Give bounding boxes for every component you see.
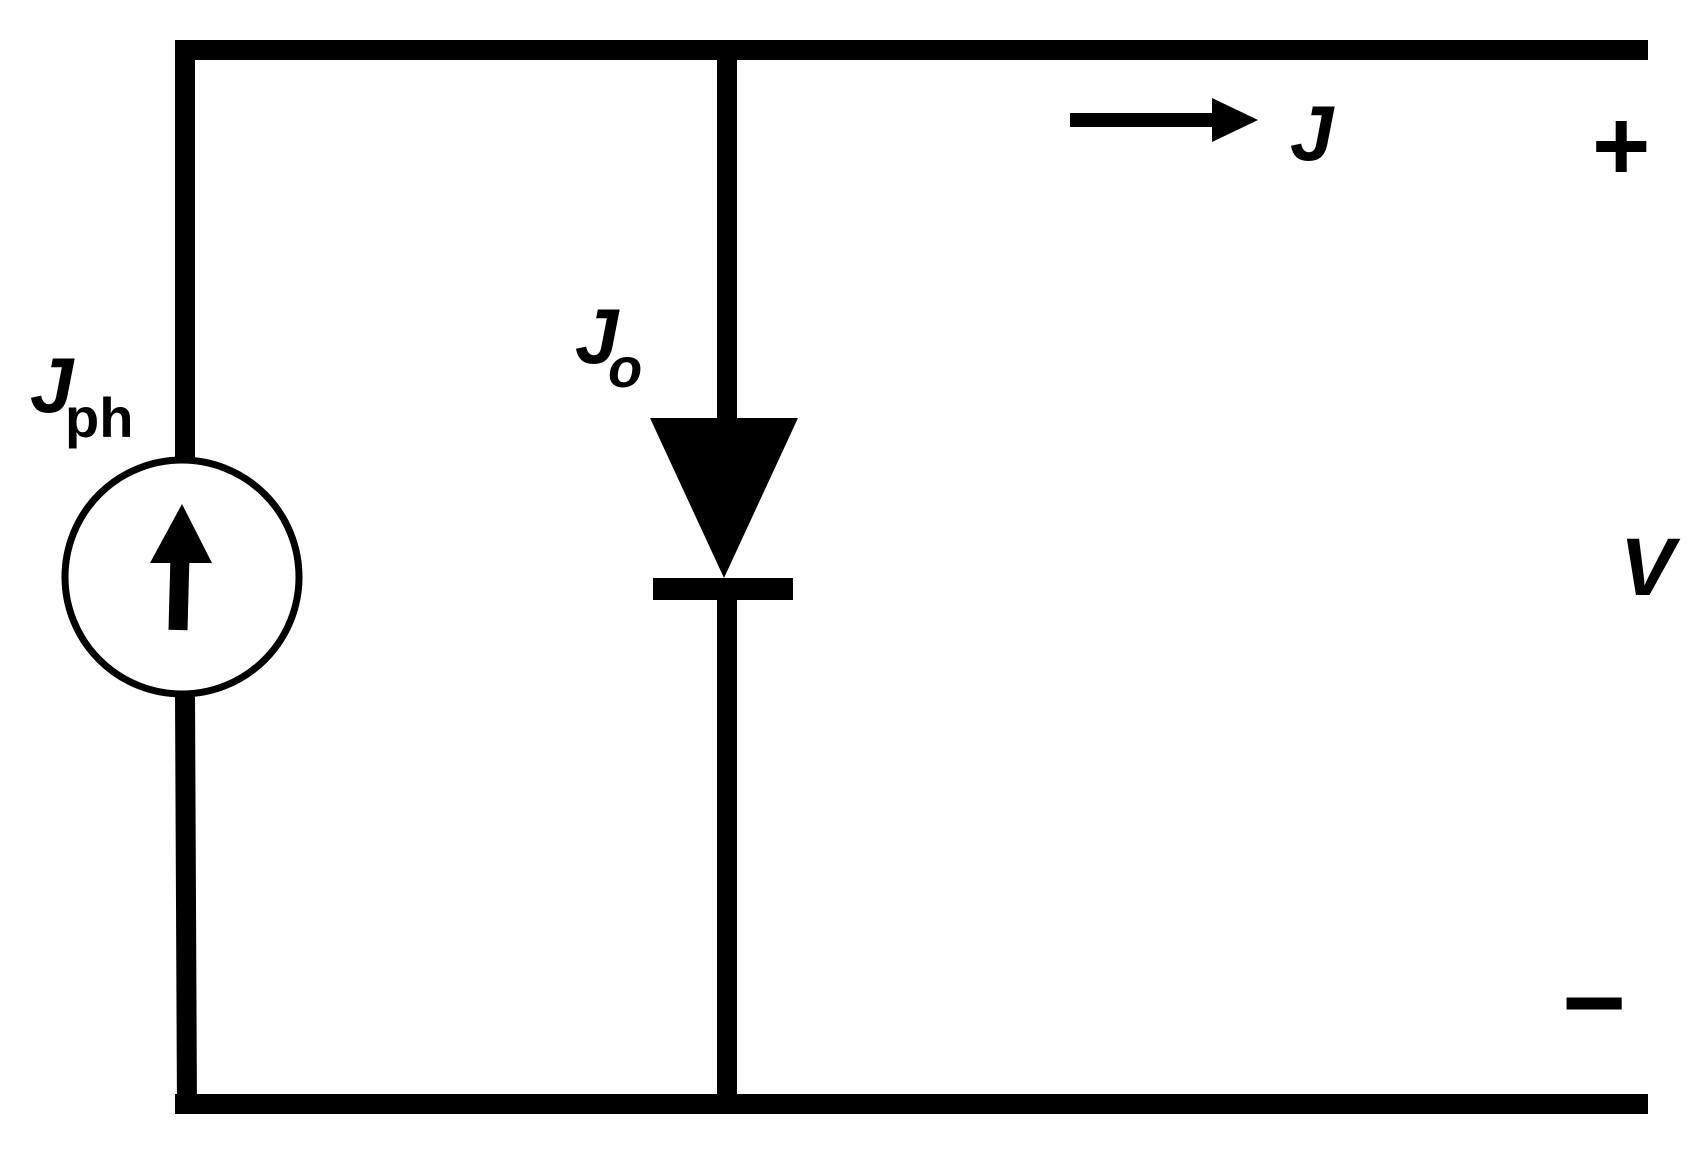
photocurrent-label: J: [30, 341, 75, 429]
plus-terminal-label: +: [1592, 90, 1650, 202]
diode-triangle: [650, 418, 798, 578]
output-current-arrow-head: [1212, 98, 1258, 142]
photocurrent-subscript: ph: [65, 386, 133, 449]
current-source-arrow-shaft: [168, 554, 190, 631]
minus-terminal-label: −: [1562, 941, 1626, 1064]
diode-current-label: J: [575, 292, 620, 380]
voltage-label: V: [1620, 522, 1681, 613]
output-current-label: J: [1290, 89, 1335, 177]
output-current-arrow: [1070, 98, 1258, 142]
diode: [650, 418, 798, 600]
diode-current-subscript: o: [608, 336, 642, 399]
source-lower-wire: [175, 694, 197, 1115]
current-source-arrow-head: [150, 504, 212, 563]
diode-bar: [653, 578, 793, 600]
current-source: [61, 456, 303, 698]
